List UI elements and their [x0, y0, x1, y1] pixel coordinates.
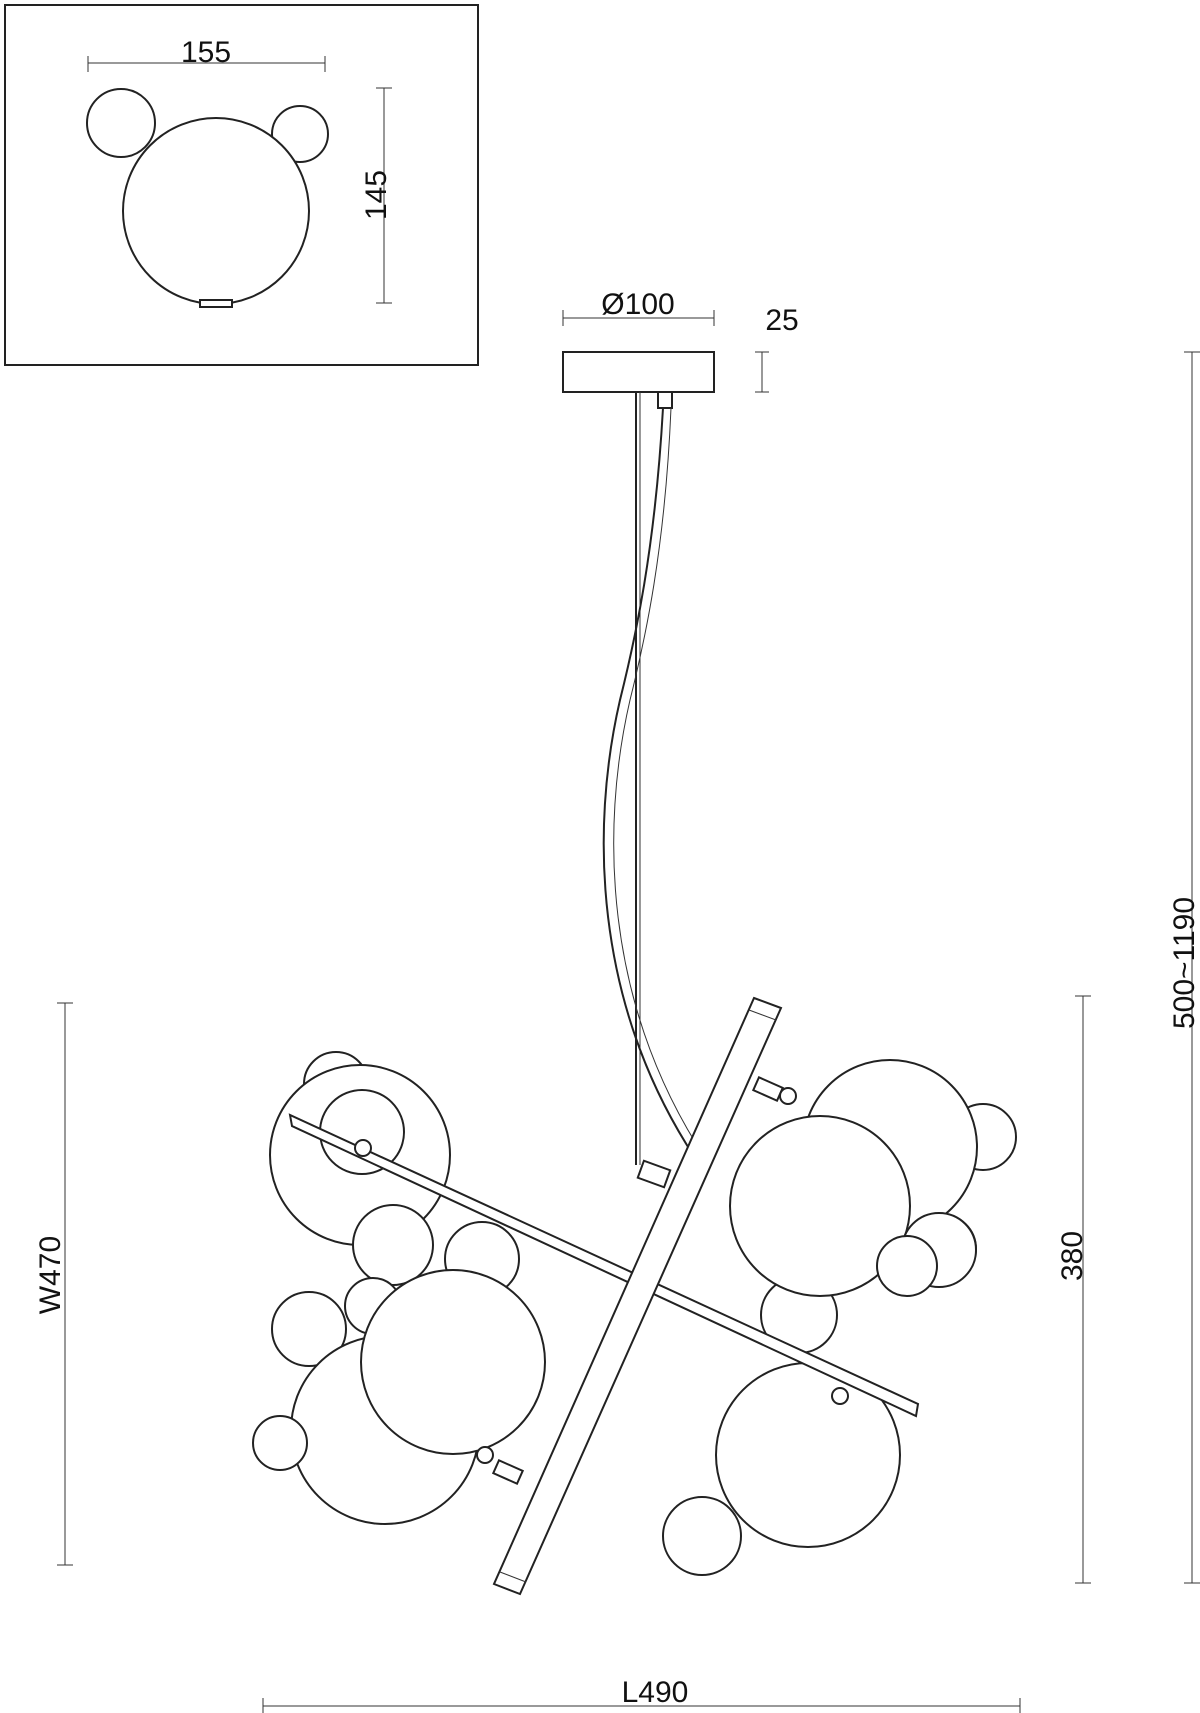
- globe-small: [352, 1204, 434, 1286]
- canopy-diameter-label: Ø100: [601, 288, 674, 321]
- detail-width-label: 155: [181, 36, 231, 69]
- globes-front: [344, 1115, 977, 1455]
- canopy-fitting: [657, 391, 673, 409]
- globe-small: [876, 1235, 938, 1297]
- arm-horizontal: [288, 1113, 920, 1418]
- globe-small: [252, 1415, 308, 1471]
- length-label: L490: [622, 1676, 689, 1709]
- arm-bar: [288, 1113, 920, 1418]
- detail-frame: [4, 4, 479, 366]
- detail-view: 155 145: [4, 4, 479, 366]
- lamp-socket: [354, 1139, 372, 1157]
- globe-small: [662, 1496, 742, 1576]
- lamp-socket: [779, 1087, 797, 1105]
- power-wire: [602, 407, 691, 1151]
- canopy-height-label: 25: [765, 304, 798, 337]
- lamp-holder: [491, 1458, 525, 1486]
- lamp-holder: [751, 1075, 785, 1103]
- detail-globe-neck: [199, 299, 233, 308]
- detail-small-globe-left: [86, 88, 156, 158]
- suspension: [602, 392, 701, 1189]
- canopy: Ø100 25: [562, 288, 799, 409]
- arm-diagonal: [476, 996, 797, 1596]
- globe-large: [360, 1269, 546, 1455]
- cable-gripper: [636, 1159, 672, 1189]
- globe-small: [271, 1291, 347, 1367]
- detail-small-globe-right: [271, 105, 329, 163]
- arm-end-cap: [748, 1009, 777, 1021]
- canopy-plate: [562, 351, 715, 393]
- detail-large-globe: [122, 117, 310, 305]
- arm-end-cap: [499, 1571, 527, 1583]
- lamp-socket: [831, 1387, 849, 1405]
- lamp-socket: [476, 1446, 494, 1464]
- fixture-height-label: 380: [1056, 1231, 1089, 1281]
- total-height-label: 500~1190: [1168, 897, 1200, 1029]
- overall-dimensions: 500~1190 380 W470 L490: [34, 351, 1200, 1713]
- arm-bar: [492, 996, 783, 1596]
- width-label: W470: [34, 1236, 67, 1314]
- detail-height-label: 145: [360, 170, 393, 220]
- power-wire-inner: [613, 407, 701, 1151]
- globe-large: [729, 1115, 911, 1297]
